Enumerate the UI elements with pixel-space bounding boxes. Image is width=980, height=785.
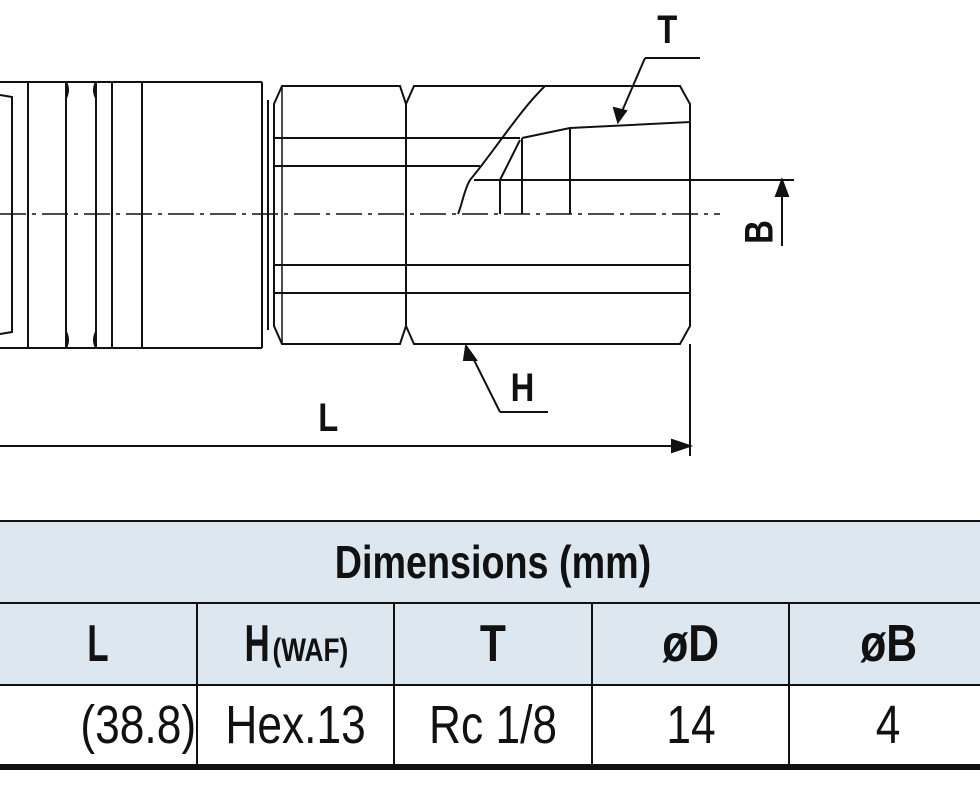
header-h: H(WAF) <box>195 602 396 686</box>
value-b: 4 <box>788 684 980 770</box>
value-b-text: 4 <box>875 695 901 755</box>
header-h-text: H <box>244 615 271 673</box>
coupler-body <box>0 81 269 349</box>
dimensions-table: Dimensions (mm) L H(WAF) T øD øB (38.8) … <box>0 520 980 770</box>
header-h-sub: (WAF) <box>272 632 349 668</box>
header-l-text: L <box>87 615 109 673</box>
l-dimension <box>0 344 691 456</box>
header-t-text: T <box>479 615 507 673</box>
header-b: øB <box>788 602 980 686</box>
hex-section-1 <box>273 85 407 345</box>
coupler-drawing <box>0 57 794 456</box>
value-l: (38.8) <box>0 684 198 770</box>
hex-section-2 <box>405 85 794 345</box>
table-title: Dimensions (mm) <box>0 520 980 604</box>
value-d: 14 <box>590 684 791 770</box>
value-h-text: Hex.13 <box>225 695 366 755</box>
t-label: T <box>657 8 678 52</box>
header-d: øD <box>590 602 791 686</box>
b-label: B <box>737 220 782 244</box>
t-leader <box>619 57 700 117</box>
value-l-text: (38.8) <box>79 695 196 755</box>
header-t: T <box>393 602 593 686</box>
header-b-text: øB <box>859 615 917 673</box>
value-h: Hex.13 <box>195 684 396 770</box>
value-t: Rc 1/8 <box>393 684 593 770</box>
h-label: H <box>510 366 535 410</box>
header-d-text: øD <box>662 615 719 673</box>
value-d-text: 14 <box>665 695 716 755</box>
l-label: L <box>318 396 339 440</box>
table-title-text: Dimensions (mm) <box>334 536 652 588</box>
header-l: L <box>0 602 198 686</box>
value-t-text: Rc 1/8 <box>428 695 557 755</box>
h-leader <box>469 351 548 413</box>
